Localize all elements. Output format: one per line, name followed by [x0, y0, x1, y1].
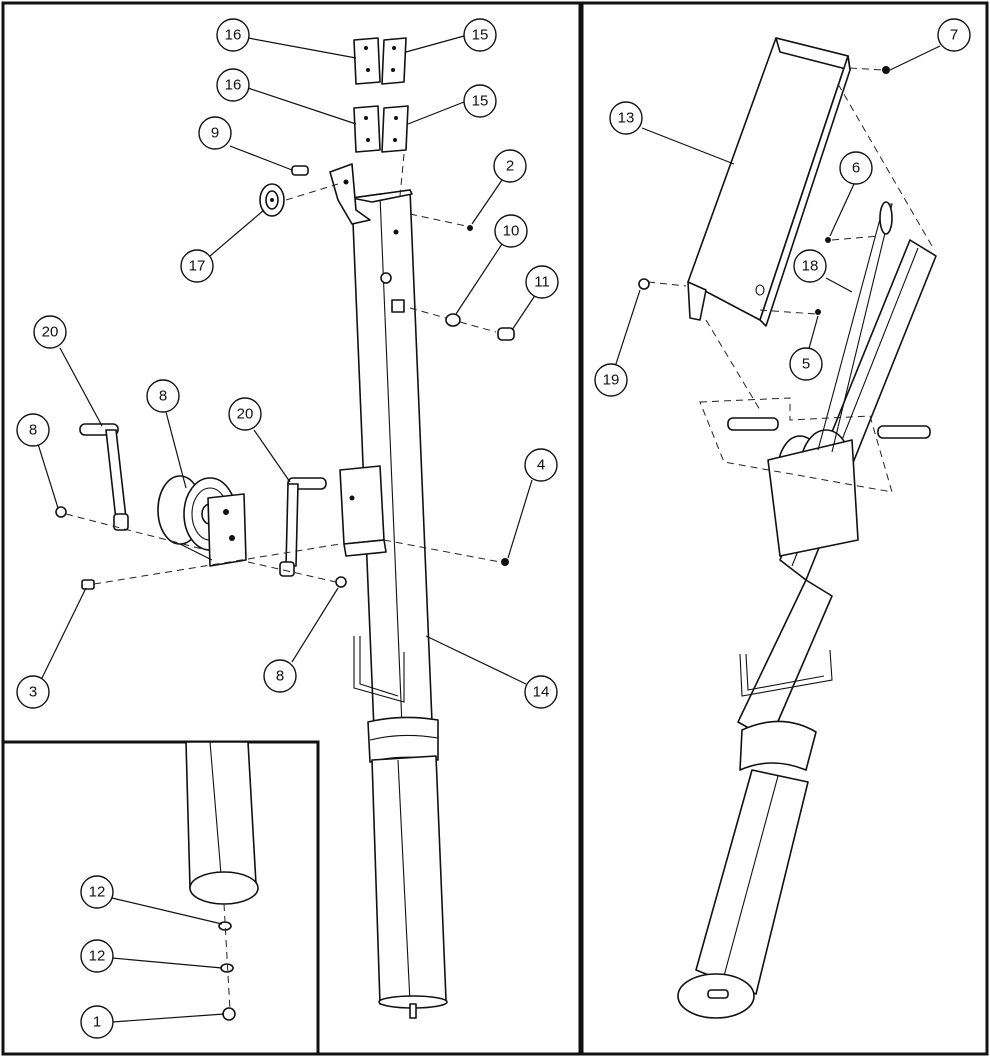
inset-detail-frame: [3, 740, 320, 1054]
svg-text:17: 17: [189, 258, 206, 275]
svg-text:4: 4: [537, 457, 545, 474]
svg-text:5: 5: [802, 356, 810, 373]
assembled-winch: [727, 417, 931, 557]
nut-part-8-left: [55, 506, 67, 518]
pin-part-9: [291, 165, 309, 176]
callout-7: 7: [937, 18, 971, 52]
callout-20-left: 20: [33, 315, 67, 349]
callout-5: 5: [789, 347, 823, 381]
knob-part-11: [497, 327, 515, 341]
svg-text:14: 14: [533, 684, 550, 701]
bolt-part-2: [467, 225, 473, 231]
svg-text:16: 16: [225, 27, 242, 44]
left-panel-frame: [1, 1, 582, 1056]
svg-text:12: 12: [89, 948, 106, 965]
callout-9: 9: [198, 116, 232, 150]
svg-text:8: 8: [276, 668, 284, 685]
crank-handle-right-part-20: [279, 477, 327, 577]
cover-part-13: [687, 37, 851, 327]
callout-3: 3: [16, 675, 50, 709]
svg-text:8: 8: [159, 388, 167, 405]
callout-19: 19: [594, 363, 628, 397]
pulley-bracket: [329, 163, 371, 225]
callout-4: 4: [524, 448, 558, 482]
callout-8-left: 8: [16, 413, 50, 447]
svg-text:11: 11: [534, 274, 550, 291]
callout-2: 2: [493, 149, 527, 183]
bracket-plates-upper: [353, 37, 407, 85]
svg-text:15: 15: [472, 27, 489, 44]
bracket-plates-lower: [353, 105, 409, 153]
svg-text:3: 3: [29, 684, 37, 701]
nut-part-4: [501, 558, 509, 566]
callout-16-upper: 16: [216, 18, 250, 52]
callout-16-lower: 16: [216, 68, 250, 102]
svg-text:7: 7: [950, 27, 958, 44]
svg-text:16: 16: [225, 77, 242, 94]
svg-text:8: 8: [29, 422, 37, 439]
callout-10: 10: [494, 214, 528, 248]
screw-part-5: [815, 309, 821, 315]
callout-1: 1: [80, 1005, 114, 1039]
screw-part-7: [882, 66, 890, 74]
svg-text:20: 20: [42, 324, 59, 341]
callout-12-upper: 12: [80, 875, 114, 909]
right-panel-frame: [580, 1, 989, 1056]
inset-mast-bottom: [185, 741, 259, 905]
nut-part-8-right: [335, 576, 347, 588]
callout-14: 14: [524, 675, 558, 709]
svg-text:6: 6: [852, 160, 860, 177]
callout-12-lower: 12: [80, 939, 114, 973]
callout-6: 6: [839, 151, 873, 185]
callout-15-upper: 15: [463, 18, 497, 52]
callout-15-lower: 15: [463, 84, 497, 118]
winch-drum-part-8: [157, 475, 247, 567]
callout-11: 11: [525, 265, 559, 299]
nut-part-6: [825, 237, 831, 243]
svg-text:15: 15: [472, 93, 489, 110]
svg-text:18: 18: [802, 258, 819, 275]
mast-tube-part-14: [339, 189, 448, 1019]
svg-text:12: 12: [89, 884, 106, 901]
callout-8-bottom: 8: [263, 659, 297, 693]
strap-part-18: [817, 201, 893, 453]
callout-leaders: [37, 35, 941, 1023]
callout-18: 18: [793, 249, 827, 283]
svg-text:1: 1: [93, 1014, 101, 1031]
callout-17: 17: [180, 249, 214, 283]
svg-text:9: 9: [211, 125, 219, 142]
svg-text:2: 2: [506, 158, 514, 175]
nut-part-1: [222, 1007, 236, 1021]
pulley-part-17: [259, 183, 285, 217]
svg-text:19: 19: [603, 372, 620, 389]
svg-text:13: 13: [618, 110, 635, 127]
callout-13: 13: [609, 101, 643, 135]
washer-part-10: [445, 313, 461, 327]
callout-8-winch: 8: [146, 379, 180, 413]
nut-part-19: [638, 278, 650, 290]
svg-text:10: 10: [503, 223, 520, 240]
crank-handle-left-part-20: [79, 423, 129, 531]
callout-20-right: 20: [228, 397, 262, 431]
svg-text:20: 20: [237, 406, 254, 423]
bolt-part-3: [81, 579, 95, 590]
